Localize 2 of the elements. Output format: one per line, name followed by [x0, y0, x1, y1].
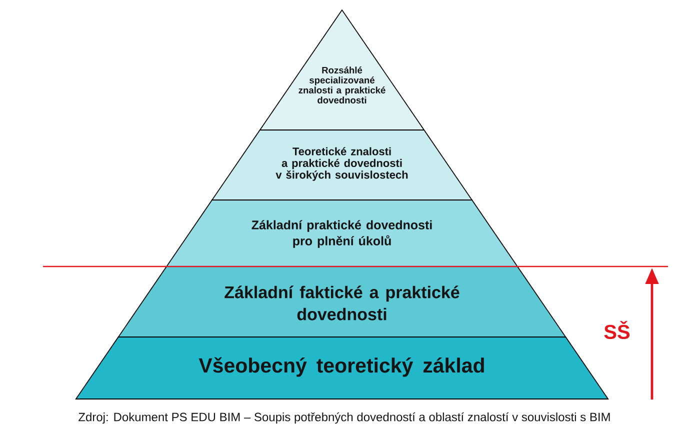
source-caption: Zdroj: Dokument PS EDU BIM – Soupis potřebných dovedností a oblastí znalostí v souvislosti s BIM	[78, 412, 610, 424]
level-label: SŠ	[604, 320, 630, 340]
